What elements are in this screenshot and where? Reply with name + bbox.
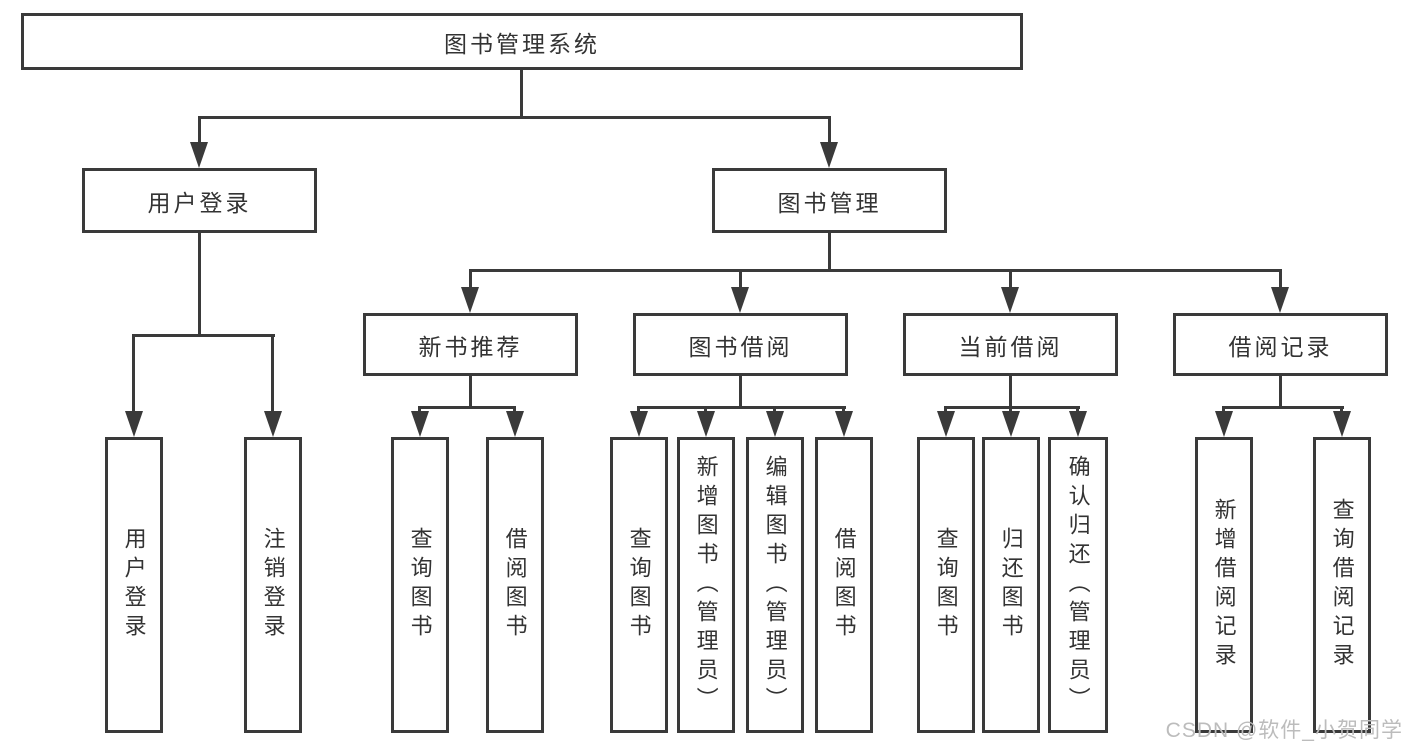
arrowhead-down: [731, 287, 749, 313]
connector-recommend-branch: [418, 406, 516, 409]
connector-level2-branch: [198, 116, 831, 119]
leaf-borrow-books-recommend-label: 借阅图书: [502, 527, 528, 643]
connector-stem: [1279, 376, 1282, 409]
arrowhead-down: [835, 411, 853, 437]
connector-stem: [469, 376, 472, 409]
arrowhead-down: [264, 411, 282, 437]
connector-root-stem: [520, 68, 523, 118]
leaf-add-borrow-record: 新增借阅记录: [1195, 437, 1253, 733]
connector-stem: [704, 406, 707, 414]
connector-stem: [1009, 269, 1012, 289]
arrowhead-down: [190, 142, 208, 168]
connector-current-branch: [944, 406, 1080, 409]
leaf-query-borrow-record: 查询借阅记录: [1313, 437, 1371, 733]
connector-stem: [418, 406, 421, 414]
arrowhead-down: [1271, 287, 1289, 313]
arrowhead-down: [766, 411, 784, 437]
leaf-return-books: 归还图书: [982, 437, 1040, 733]
leaf-borrow-books-label: 借阅图书: [831, 527, 857, 643]
connector-stem: [773, 406, 776, 414]
leaf-add-borrow-record-label: 新增借阅记录: [1211, 498, 1237, 672]
node-book-management: 图书管理: [712, 168, 947, 233]
arrowhead-down: [1215, 411, 1233, 437]
node-current-borrowing: 当前借阅: [903, 313, 1118, 376]
arrowhead-down: [697, 411, 715, 437]
leaf-query-books-recommend-label: 查询图书: [407, 527, 433, 643]
arrowhead-down: [1333, 411, 1351, 437]
arrowhead-down: [125, 411, 143, 437]
leaf-logout-label: 注销登录: [260, 527, 286, 643]
leaf-edit-books-admin: 编辑图书（管理员）: [746, 437, 804, 733]
arrowhead-down: [1002, 411, 1020, 437]
leaf-user-login-label: 用户登录: [121, 527, 147, 643]
connector-level3-branch: [469, 269, 1282, 272]
connector-stem: [1279, 269, 1282, 289]
node-user-login: 用户登录: [82, 168, 317, 233]
arrowhead-down: [630, 411, 648, 437]
connector-stem: [1076, 406, 1079, 414]
leaf-borrow-books-recommend: 借阅图书: [486, 437, 544, 733]
connector-stem: [828, 116, 831, 146]
connector-stem: [132, 334, 135, 414]
connector-stem: [1340, 406, 1343, 414]
node-library-management-system: 图书管理系统: [21, 13, 1023, 70]
arrowhead-down: [461, 287, 479, 313]
leaf-query-books-borrow: 查询图书: [610, 437, 668, 733]
arrowhead-down: [411, 411, 429, 437]
connector-stem: [513, 406, 516, 414]
leaf-logout: 注销登录: [244, 437, 302, 733]
leaf-add-books-admin: 新增图书（管理员）: [677, 437, 735, 733]
arrowhead-down: [937, 411, 955, 437]
connector-stem: [944, 406, 947, 414]
leaf-borrow-books: 借阅图书: [815, 437, 873, 733]
node-borrowing-records: 借阅记录: [1173, 313, 1388, 376]
leaf-query-borrow-record-label: 查询借阅记录: [1329, 498, 1355, 672]
leaf-edit-books-admin-label: 编辑图书（管理员）: [762, 454, 788, 716]
leaf-return-books-label: 归还图书: [998, 527, 1024, 643]
arrowhead-down: [506, 411, 524, 437]
leaf-query-books-current: 查询图书: [917, 437, 975, 733]
connector-stem: [1009, 376, 1012, 409]
connector-stem: [198, 116, 201, 146]
leaf-query-books-current-label: 查询图书: [933, 527, 959, 643]
connector-records-branch: [1222, 406, 1344, 409]
connector-borrow-branch: [637, 406, 846, 409]
arrowhead-down: [1069, 411, 1087, 437]
connector-stem: [842, 406, 845, 414]
leaf-user-login: 用户登录: [105, 437, 163, 733]
connector-stem: [271, 334, 274, 414]
arrowhead-down: [1001, 287, 1019, 313]
connector-stem: [739, 269, 742, 289]
node-new-book-recommendation: 新书推荐: [363, 313, 578, 376]
connector-stem: [1222, 406, 1225, 414]
leaf-confirm-return-admin: 确认归还（管理员）: [1048, 437, 1108, 733]
csdn-watermark: CSDN @软件_小贺同学: [1165, 719, 1403, 742]
connector-login-branch: [132, 334, 275, 337]
leaf-confirm-return-admin-label: 确认归还（管理员）: [1065, 454, 1091, 716]
leaf-add-books-admin-label: 新增图书（管理员）: [693, 454, 719, 716]
connector-stem: [637, 406, 640, 414]
connector-stem: [198, 233, 201, 337]
node-book-borrowing: 图书借阅: [633, 313, 848, 376]
connector-stem: [739, 376, 742, 409]
connector-stem: [1009, 406, 1012, 414]
leaf-query-books-borrow-label: 查询图书: [626, 527, 652, 643]
arrowhead-down: [820, 142, 838, 168]
leaf-query-books-recommend: 查询图书: [391, 437, 449, 733]
connector-stem: [828, 233, 831, 271]
connector-stem: [469, 269, 472, 289]
